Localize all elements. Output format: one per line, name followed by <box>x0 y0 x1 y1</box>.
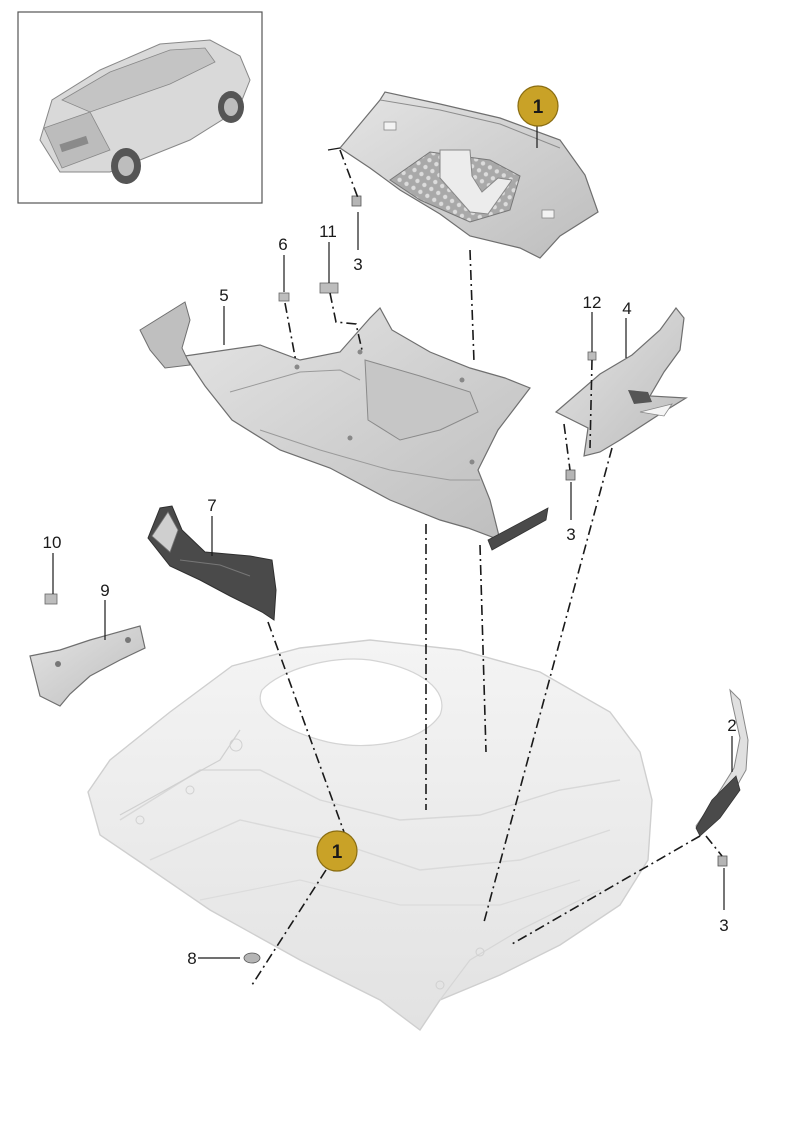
seal-strip-part <box>695 688 749 837</box>
part-labels: 6 11 3 5 12 4 3 7 10 9 8 2 3 <box>43 222 737 968</box>
cover-panel-upper <box>327 91 599 259</box>
assembly-lines <box>251 149 723 986</box>
label-part-9: 9 <box>100 581 109 600</box>
fastener-8 <box>243 952 261 964</box>
label-part-6: 6 <box>278 235 287 254</box>
label-part-4: 4 <box>622 299 631 318</box>
fastener-3-bottom <box>717 855 728 867</box>
callout-badge-mid: 1 <box>316 830 358 872</box>
label-part-3-right: 3 <box>566 525 575 544</box>
vehicle-thumbnail <box>17 11 263 204</box>
label-part-5: 5 <box>219 286 228 305</box>
label-part-11: 11 <box>319 222 337 241</box>
leader-lines <box>52 122 733 959</box>
fastener-10 <box>44 593 58 605</box>
fastener-11 <box>319 282 339 294</box>
fasteners <box>44 195 728 964</box>
label-part-3-bottom: 3 <box>719 916 728 935</box>
callout-badge-top: 1 <box>517 85 559 127</box>
label-part-3-top: 3 <box>353 255 362 274</box>
label-part-7: 7 <box>207 496 216 515</box>
label-part-10: 10 <box>43 533 62 552</box>
label-part-2: 2 <box>727 716 736 735</box>
fastener-12 <box>587 351 597 361</box>
fastener-6 <box>278 292 290 302</box>
badge-top-label: 1 <box>533 97 544 118</box>
label-part-12: 12 <box>583 293 602 312</box>
side-bracket-panel <box>554 307 688 457</box>
air-duct-part <box>147 505 277 621</box>
fastener-3-top <box>351 195 362 207</box>
fastener-3-right <box>565 469 576 481</box>
badge-mid-label: 1 <box>332 842 343 863</box>
hood-panel <box>87 639 653 1032</box>
vehicle-illustration <box>39 39 251 184</box>
left-bracket-panel <box>29 625 146 707</box>
label-part-8: 8 <box>187 949 196 968</box>
undertray-panel <box>139 301 549 551</box>
